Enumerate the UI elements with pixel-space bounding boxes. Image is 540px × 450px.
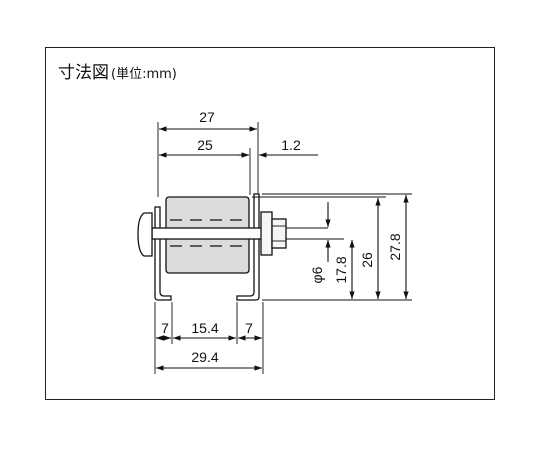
right-washer	[271, 218, 287, 249]
dim-left-leg: 7	[161, 320, 169, 336]
dim-roller-width: 25	[197, 137, 213, 153]
dim-overall-width: 27	[199, 109, 215, 125]
drawing-frame	[45, 47, 495, 400]
dim-total-height: 27.8	[387, 233, 403, 260]
title-unit: (単位:mm)	[111, 67, 177, 82]
right-dimensions: φ6 17.8 26 27.8	[252, 193, 412, 301]
title-main: 寸法図	[58, 63, 109, 83]
roller-assembly	[137, 193, 344, 301]
bottom-dimensions: 7 15.4 7 29.4	[154, 302, 264, 374]
dim-base-width: 29.4	[191, 349, 218, 365]
dim-leg-span: 15.4	[191, 320, 218, 336]
dim-roller-height: 26	[359, 252, 375, 268]
drawing-title: 寸法図 (単位:mm)	[58, 58, 177, 83]
dim-shaft-height: 17.8	[333, 256, 349, 283]
dim-shaft-diameter: φ6	[309, 266, 325, 283]
left-nut	[137, 212, 153, 257]
bracket-right	[236, 193, 260, 301]
dim-gap: 1.2	[281, 137, 301, 153]
dim-right-leg: 7	[245, 320, 253, 336]
right-nut	[260, 211, 273, 256]
top-dimensions: 27 25 1.2	[157, 109, 318, 197]
